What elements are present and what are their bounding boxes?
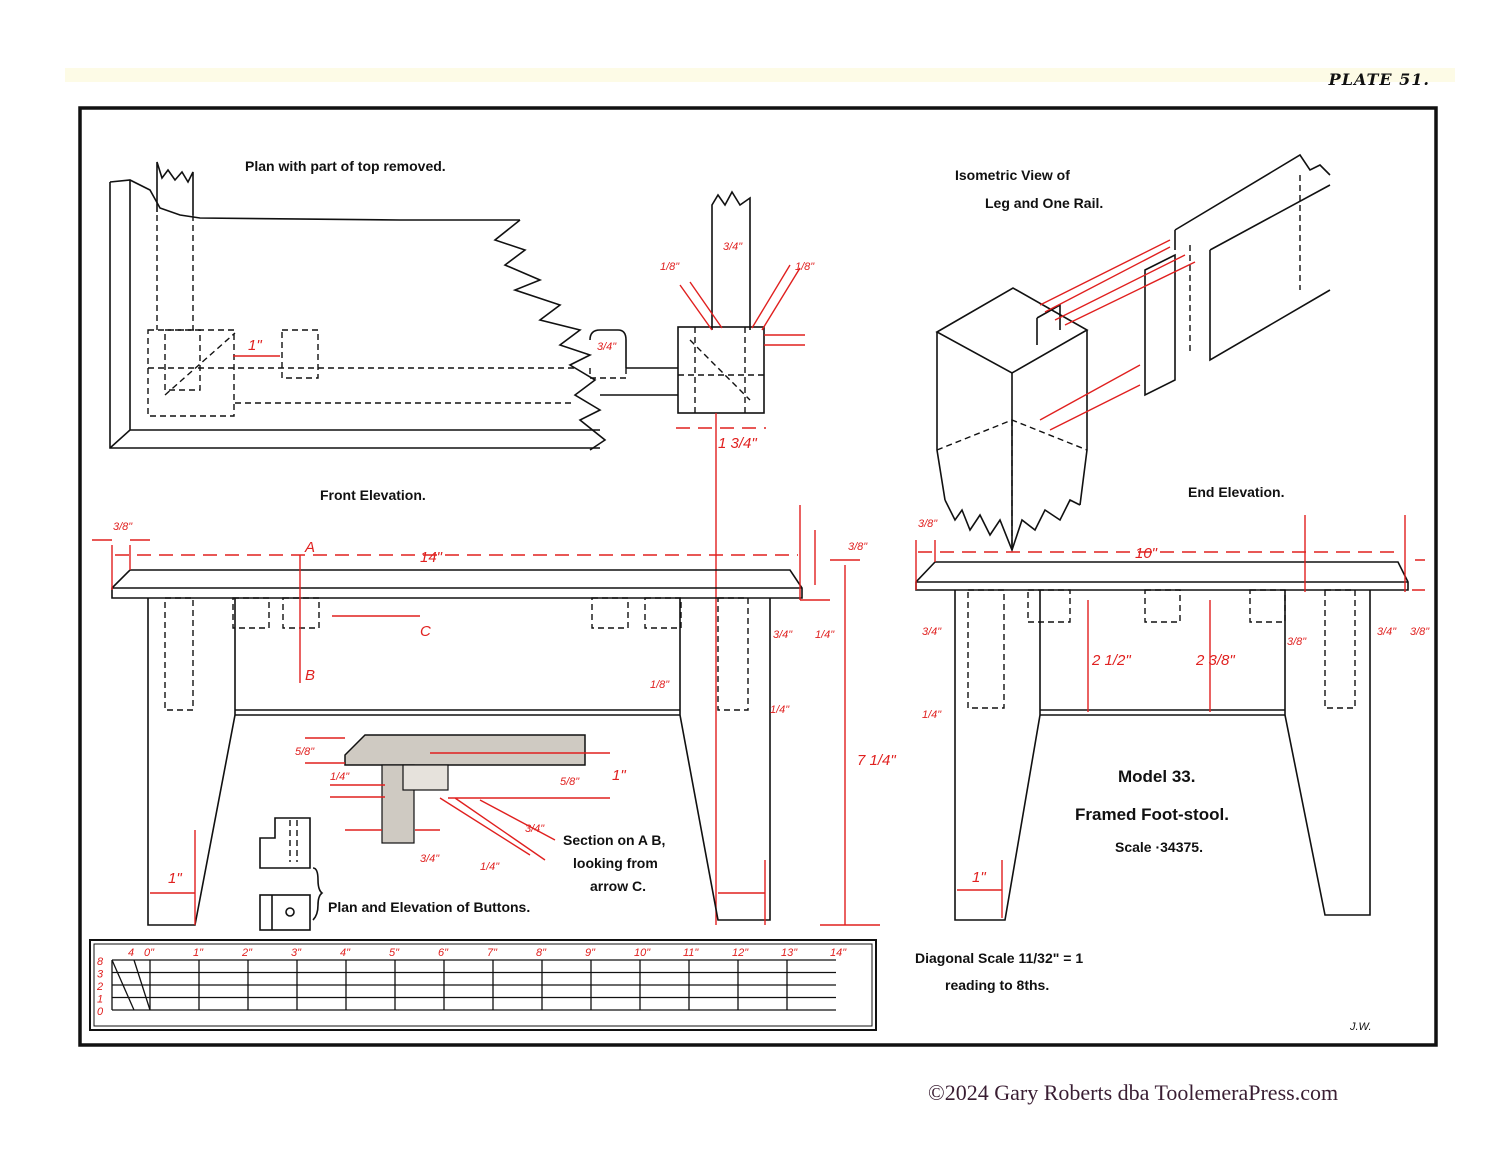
svg-text:End Elevation.: End Elevation. (1188, 484, 1284, 500)
svg-text:Isometric View of: Isometric View of (955, 167, 1070, 183)
plate-frame (78, 106, 1438, 1047)
scale-tick-label: 1" (193, 947, 204, 959)
model-name: Framed Foot-stool. (1075, 805, 1229, 824)
scale-tick-label: 10" (634, 947, 651, 959)
svg-text:2 1/2": 2 1/2" (1091, 652, 1131, 669)
svg-text:3/4": 3/4" (723, 241, 743, 253)
svg-text:Leg and One Rail.: Leg and One Rail. (985, 195, 1103, 211)
svg-text:reading to 8ths.: reading to 8ths. (945, 977, 1049, 993)
scale-tick-label: 7" (487, 947, 498, 959)
buttons-view: Plan and Elevation of Buttons. (259, 817, 530, 931)
model-number: Model 33. (1118, 767, 1195, 786)
svg-text:looking from: looking from (573, 855, 658, 871)
svg-text:B: B (305, 667, 315, 684)
svg-text:1/8": 1/8" (660, 261, 680, 273)
scale-tick-label: 3" (291, 947, 302, 959)
svg-text:3/8": 3/8" (918, 518, 938, 530)
svg-text:A: A (304, 539, 315, 556)
svg-text:3/4": 3/4" (773, 629, 793, 641)
svg-text:1/8": 1/8" (650, 679, 670, 691)
svg-text:1 3/4": 1 3/4" (718, 435, 757, 452)
scale-tick-label: 14" (830, 947, 847, 959)
scale-diagonal (111, 959, 135, 1011)
svg-text:3/8": 3/8" (113, 521, 133, 533)
scale-tick-label: 6" (438, 947, 449, 959)
svg-text:1/4": 1/4" (480, 861, 500, 873)
svg-text:10": 10" (1135, 545, 1158, 562)
svg-text:Diagonal Scale 11/32" = 1: Diagonal Scale 11/32" = 1 (915, 950, 1083, 966)
front-elevation: Front Elevation. 14" 3/8" A B C 3/8" 1/4… (92, 487, 896, 926)
scale-tick-label: 2" (241, 947, 253, 959)
scale-tick-label: 0" (144, 947, 155, 959)
svg-text:5/8": 5/8" (560, 776, 580, 788)
svg-text:3/8": 3/8" (1410, 626, 1430, 638)
plate-number: PLATE 51. (1328, 70, 1430, 89)
svg-text:2 3/8": 2 3/8" (1195, 652, 1235, 669)
section-view: 5/8" 1/4" 5/8" 1" 3/4" 3/4" 1/4" Section… (295, 734, 665, 894)
header-band (65, 68, 1455, 82)
end-elevation: End Elevation. 10" 3/8" 2 1/2" 2 3/8" 3/… (915, 484, 1430, 921)
scale-tick-label: 13" (781, 947, 798, 959)
svg-text:Section on A B,: Section on A B, (563, 832, 665, 848)
svg-text:Plan and Elevation of Buttons.: Plan and Elevation of Buttons. (328, 899, 530, 915)
svg-text:5/8": 5/8" (295, 746, 315, 758)
svg-text:3/4": 3/4" (420, 853, 440, 865)
scale-sub-label: 4 (128, 947, 134, 959)
svg-text:7 1/4": 7 1/4" (857, 752, 896, 769)
svg-text:3/4": 3/4" (1377, 626, 1397, 638)
scale-row-label: 2 (96, 981, 103, 993)
scale-tick-label: 9" (585, 947, 596, 959)
copyright-notice: ©2024 Gary Roberts dba ToolemeraPress.co… (928, 1080, 1339, 1105)
svg-text:Front Elevation.: Front Elevation. (320, 487, 426, 503)
scale-tick-label: 11" (683, 947, 699, 959)
signature: J.W. (1349, 1021, 1372, 1033)
model-scale: Scale ·34375. (1115, 839, 1203, 855)
scale-tick-label: 4" (340, 947, 351, 959)
scale-diagonal (133, 959, 151, 1011)
svg-text:3/8": 3/8" (1287, 636, 1307, 648)
svg-text:1/8": 1/8" (795, 261, 815, 273)
plan-title: Plan with part of top removed. (245, 158, 446, 174)
svg-text:3/4": 3/4" (525, 823, 545, 835)
svg-text:1": 1" (168, 870, 182, 887)
scale-row-label: 8 (97, 956, 104, 968)
svg-text:1": 1" (612, 767, 626, 784)
scale-row-label: 1 (97, 994, 103, 1006)
svg-text:arrow C.: arrow C. (590, 878, 646, 894)
svg-text:1/4": 1/4" (330, 771, 350, 783)
svg-text:3/4": 3/4" (597, 341, 617, 353)
scale-row-label: 3 (97, 969, 104, 981)
svg-text:3/4": 3/4" (922, 626, 942, 638)
isometric-view: Isometric View of Leg and One Rail. (935, 153, 1331, 553)
svg-text:1/4": 1/4" (770, 704, 790, 716)
scale-tick-label: 5" (389, 947, 400, 959)
scale-row-label: 0 (97, 1006, 104, 1018)
svg-text:3/8": 3/8" (848, 541, 868, 553)
svg-text:14": 14" (420, 549, 443, 566)
svg-text:1/4": 1/4" (815, 629, 835, 641)
plan-view: Plan with part of top removed. 1" 3/4" 3… (109, 158, 815, 925)
svg-text:C: C (420, 623, 431, 640)
scale-tick-label: 12" (732, 947, 749, 959)
svg-text:1": 1" (248, 337, 262, 354)
svg-text:1/4": 1/4" (922, 709, 942, 721)
scale-tick-label: 8" (536, 947, 547, 959)
svg-text:1": 1" (972, 869, 986, 886)
model-title-block: Model 33. Framed Foot-stool. Scale ·3437… (1075, 767, 1229, 855)
